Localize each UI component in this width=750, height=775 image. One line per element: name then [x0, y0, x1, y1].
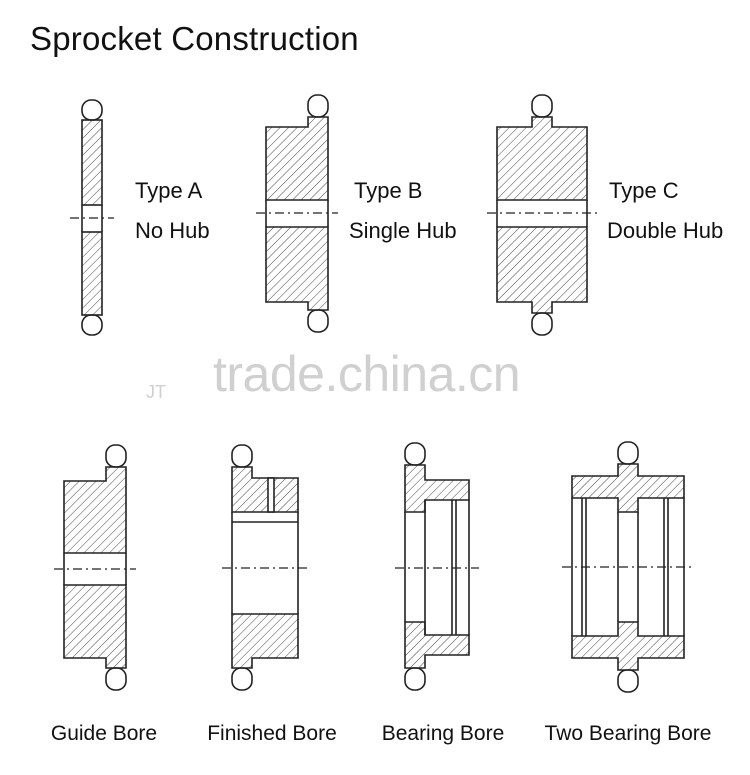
bearing-bore-caption: Bearing Bore	[381, 722, 505, 745]
type-b-sprocket-drawing	[256, 94, 338, 333]
type-a-sprocket-drawing	[70, 99, 114, 336]
two-bearing-bore-caption: Two Bearing Bore	[544, 722, 712, 745]
guide-bore-drawing	[54, 444, 136, 691]
finished-bore-caption: Finished Bore	[207, 722, 337, 745]
type-a-desc: No Hub	[135, 218, 210, 243]
type-a-label: Type A	[135, 178, 203, 203]
finished-bore-drawing	[222, 444, 308, 691]
type-b-desc: Single Hub	[349, 218, 457, 243]
guide-bore-caption: Guide Bore	[50, 722, 158, 745]
type-c-label: Type C	[609, 178, 679, 203]
type-c-sprocket-drawing	[487, 94, 597, 336]
two-bearing-bore-drawing	[562, 441, 694, 693]
watermark-fragment: JT	[146, 382, 166, 402]
type-c-desc: Double Hub	[607, 218, 724, 243]
bearing-bore-drawing	[395, 442, 479, 691]
watermark: trade.china.cn	[213, 346, 521, 402]
type-b-label: Type B	[354, 178, 423, 203]
page-title: Sprocket Construction	[30, 20, 359, 57]
